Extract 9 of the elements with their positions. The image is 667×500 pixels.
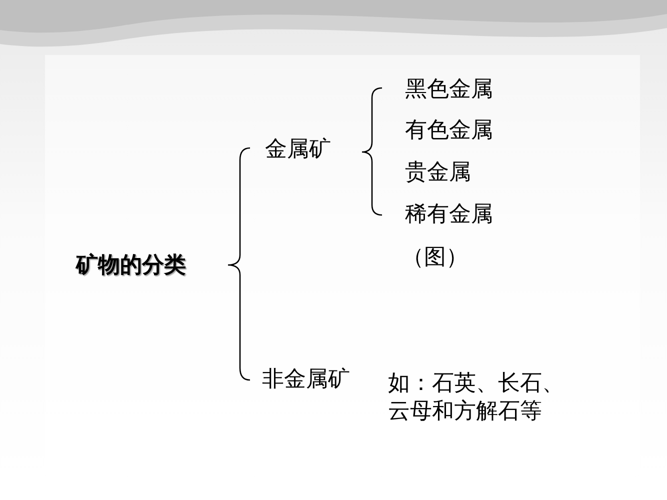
category-text: 非金属矿 — [262, 366, 350, 394]
note-text: 如：石英、长石、云母和方解石等 — [388, 370, 565, 426]
category-text: 矿物的分类 — [76, 251, 186, 279]
item-text: 贵金属 — [405, 159, 471, 187]
category-text: 金属矿 — [265, 136, 331, 164]
figure-reference: （图） — [402, 244, 468, 272]
item-text: 稀有金属 — [405, 201, 493, 229]
item-text: 黑色金属 — [405, 76, 493, 104]
item-text: 有色金属 — [405, 117, 493, 145]
